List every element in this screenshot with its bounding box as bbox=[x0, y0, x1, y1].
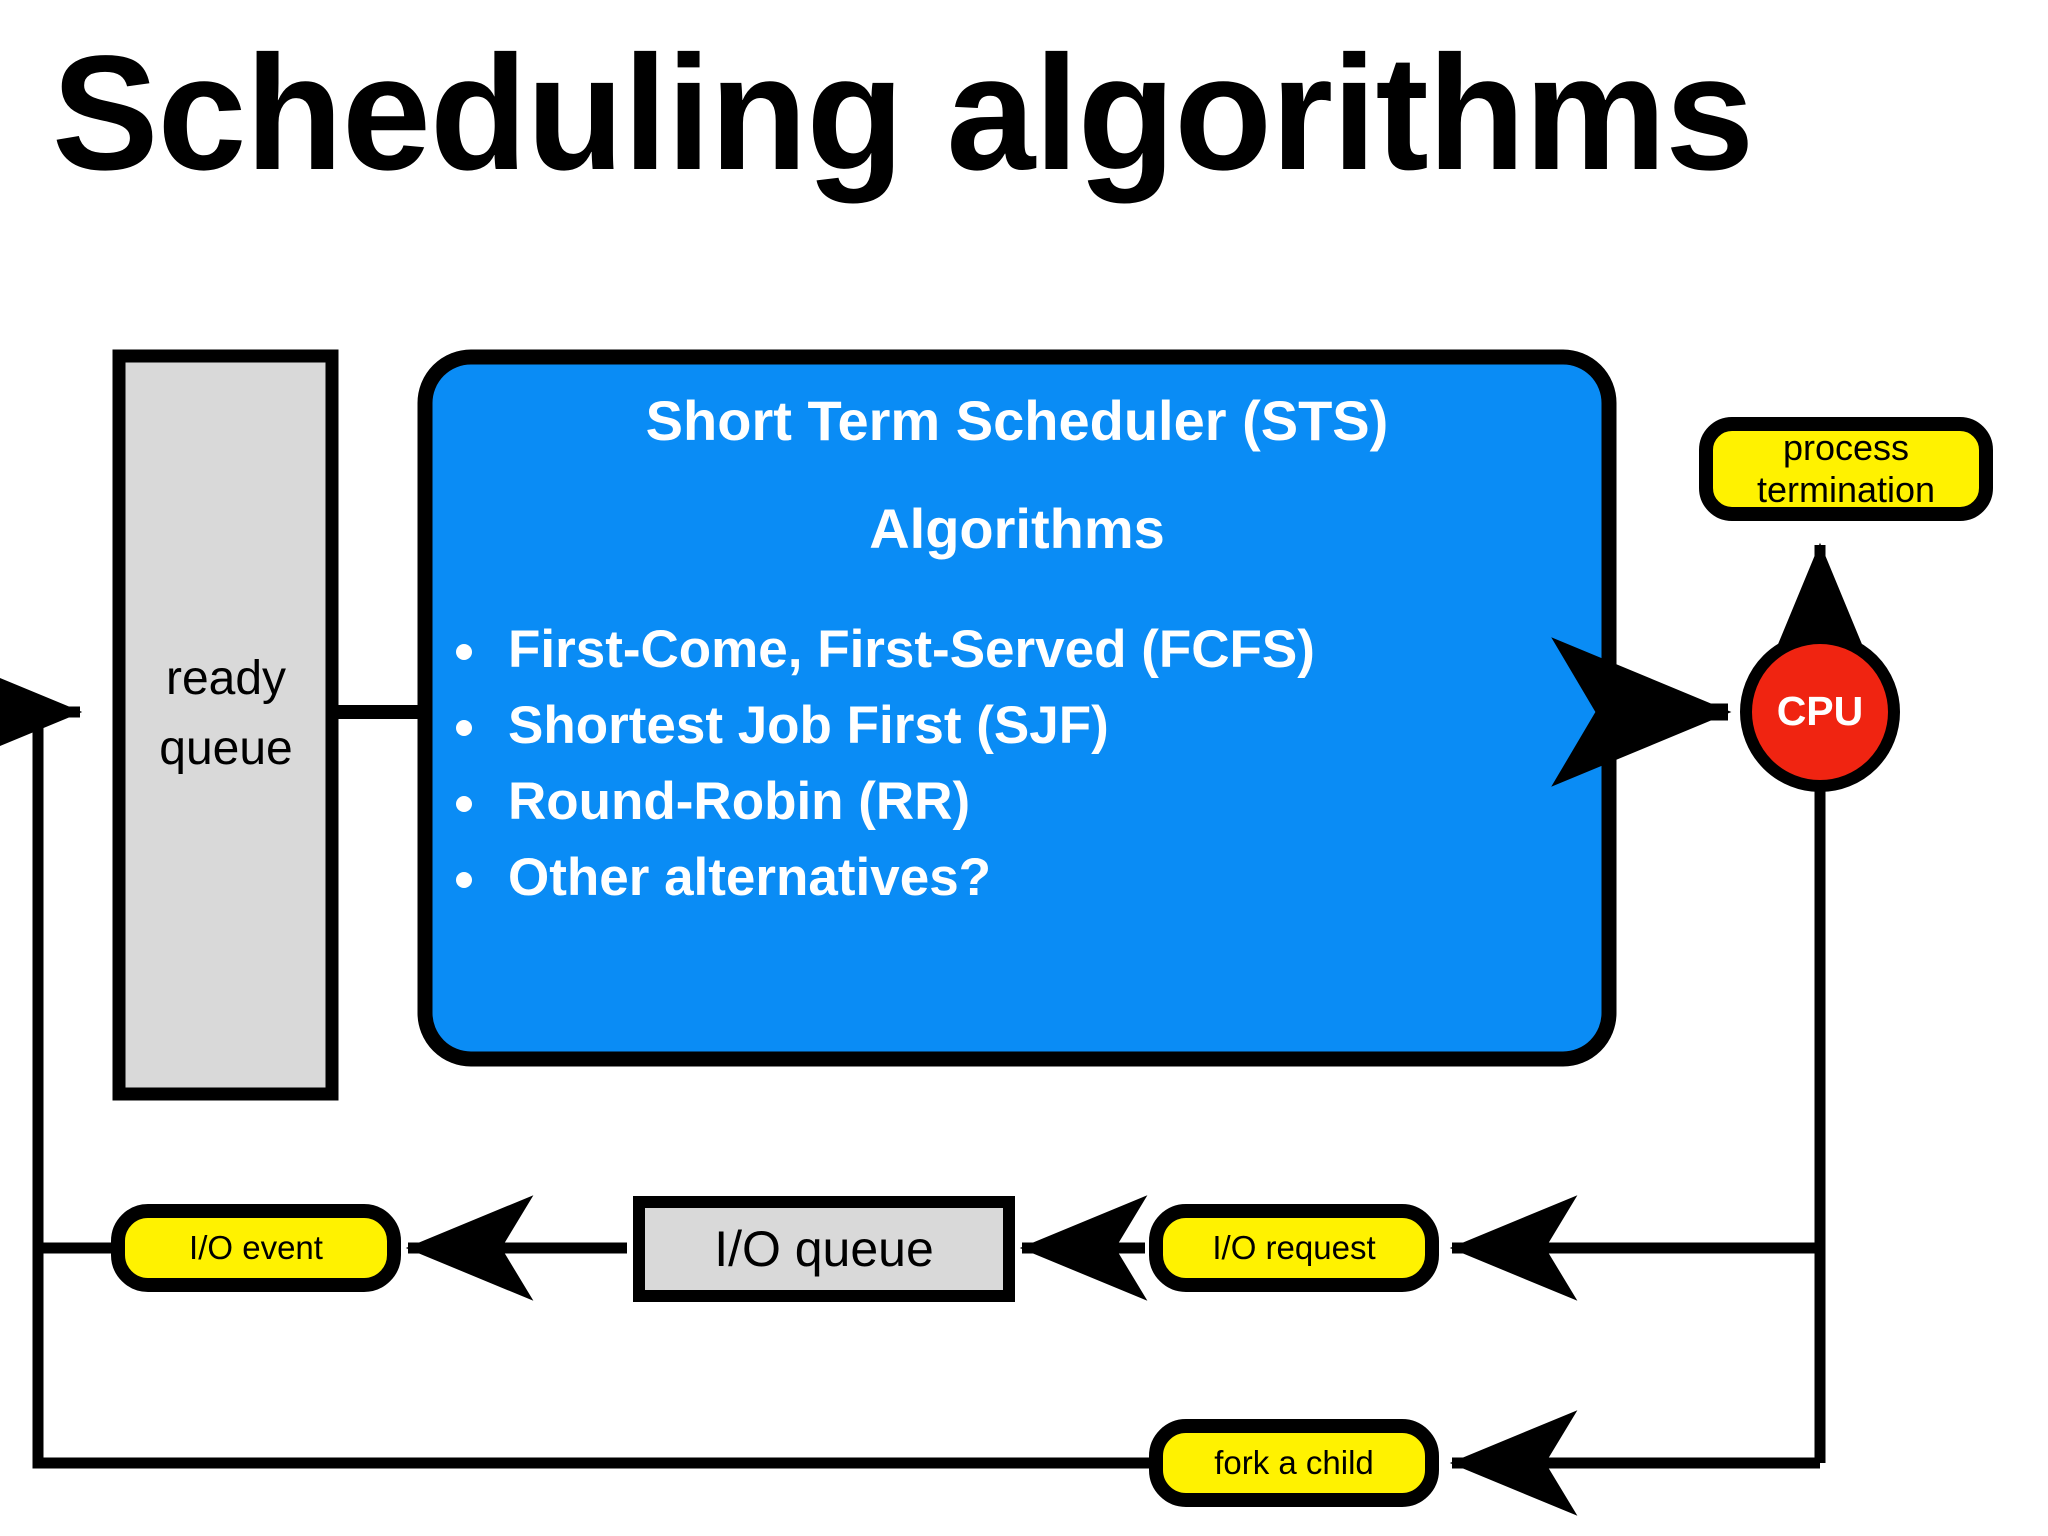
ready-queue-node[interactable] bbox=[112, 349, 339, 1101]
edge-fork-a-child-to-ready-queue bbox=[32, 712, 1150, 1469]
io-queue-node[interactable] bbox=[633, 1196, 1015, 1302]
io-event-node[interactable] bbox=[111, 1204, 401, 1292]
cpu-node[interactable] bbox=[1740, 632, 1900, 792]
fork-a-child-node[interactable] bbox=[1149, 1419, 1439, 1507]
process-termination-node[interactable] bbox=[1699, 417, 1993, 521]
page-title: Scheduling algorithms bbox=[52, 21, 1754, 204]
io-request-node[interactable] bbox=[1149, 1204, 1439, 1292]
sts-panel-node[interactable] bbox=[417, 349, 1617, 1067]
